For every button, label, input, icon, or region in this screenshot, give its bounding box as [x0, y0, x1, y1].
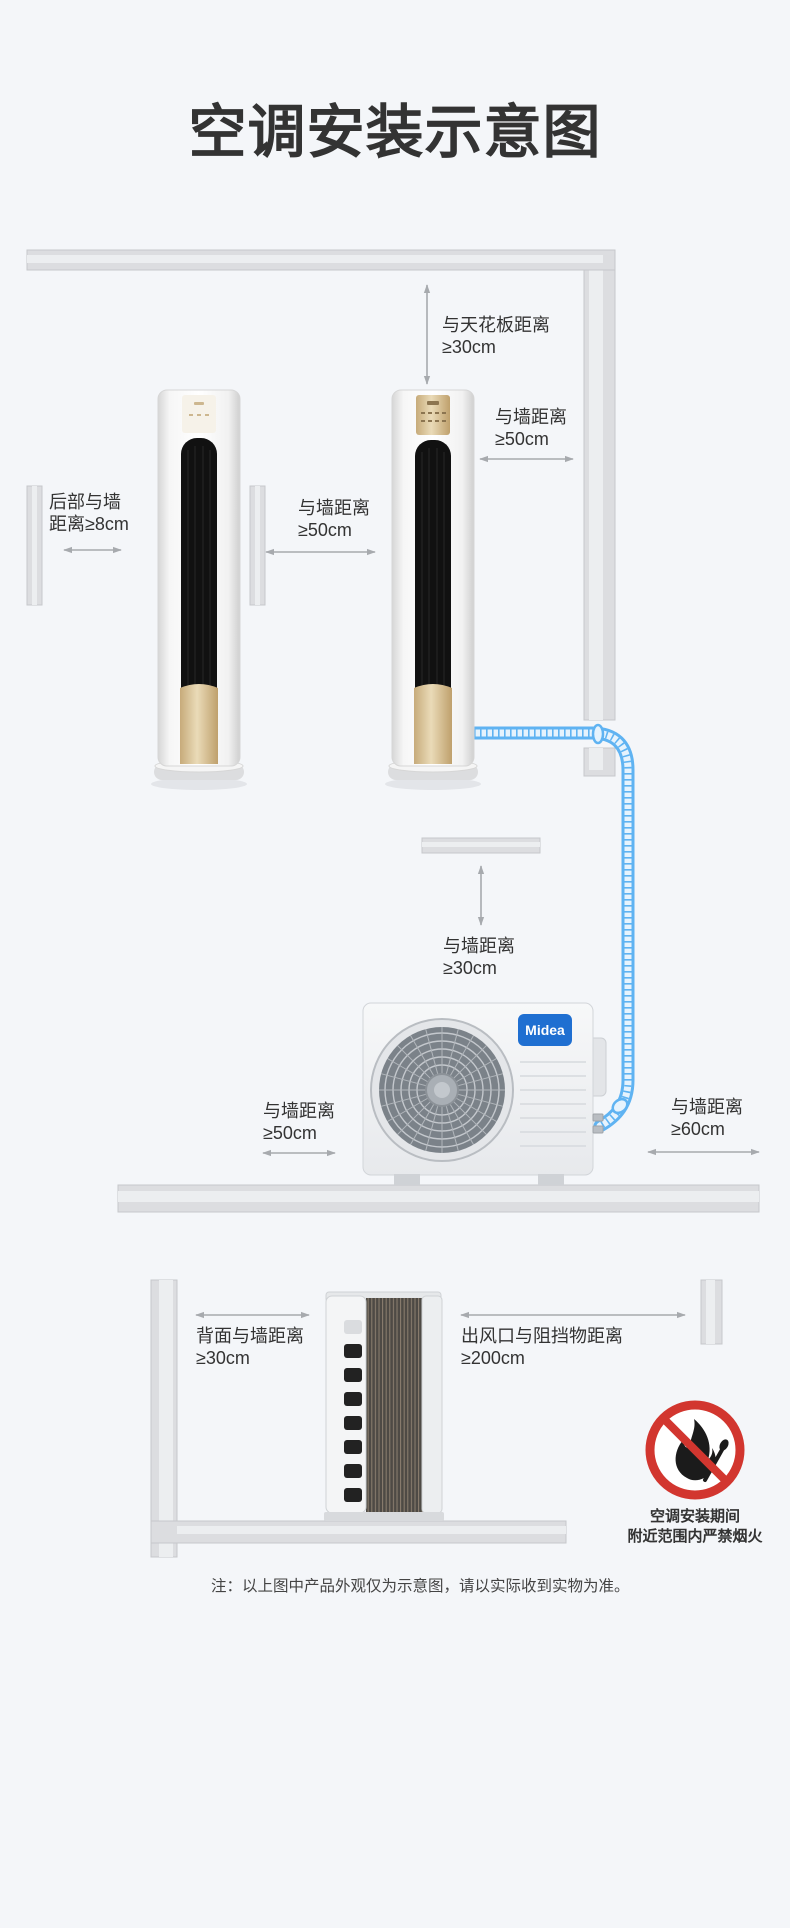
no-fire-warning-line2: 附近范围内严禁烟火: [627, 1528, 763, 1545]
control-panel: [416, 395, 450, 435]
fan-hub-center: [434, 1082, 450, 1098]
side-clearance-label: 与墙距离 ≥50cm: [298, 497, 370, 541]
outdoor-walls: [117, 837, 760, 1213]
right-wall-clearance-text: 与墙距离: [495, 407, 567, 427]
ceiling-clearance-text: 与天花板距离: [442, 315, 550, 335]
ground-floor-face: [118, 1191, 759, 1202]
rear-clearance-label: 后部与墙 距离≥8cm: [49, 491, 129, 535]
unit-shadow: [385, 778, 481, 790]
right-wall-clearance-value: ≥50cm: [495, 429, 549, 449]
outdoor-top-wall-face: [422, 842, 540, 847]
side-view-floor-face: [177, 1526, 566, 1534]
outdoor-top-clearance-text: 与墙距离: [443, 936, 515, 956]
page-title: 空调安装示意图: [188, 100, 602, 165]
air-outlet-louvers: [187, 446, 211, 686]
pipe-core: [470, 729, 632, 1130]
brand-logo-text: Midea: [525, 1022, 565, 1038]
match-head-icon: [719, 1439, 729, 1451]
no-fire-warning: 空调安装期间 附近范围内严禁烟火: [615, 1507, 775, 1547]
ceiling-clearance-label: 与天花板距离 ≥30cm: [442, 314, 550, 358]
no-fire-warning-line1: 空调安装期间: [649, 1508, 740, 1525]
side-right-panel: [421, 1295, 443, 1514]
outdoor-top-clearance-label: 与墙距离 ≥30cm: [443, 935, 515, 979]
unit-shadow: [151, 778, 247, 790]
ceiling-wall-face: [27, 255, 603, 263]
indoor-walls: [26, 249, 616, 777]
rear-clearance-value: 距离≥8cm: [49, 514, 129, 534]
outdoor-left-clearance-value: ≥50cm: [263, 1123, 317, 1143]
outlet-clearance-text: 出风口与阻挡物距离: [461, 1326, 623, 1346]
brand-logo-badge: [518, 1014, 572, 1046]
pipe-valves: [592, 1113, 604, 1134]
right-wall-clearance-label: 与墙距离 ≥50cm: [495, 406, 567, 450]
pipe-elbow-fitting: [591, 723, 605, 745]
back-clearance-text: 背面与墙距离: [196, 1326, 304, 1346]
outlet-clearance-value: ≥200cm: [461, 1348, 525, 1368]
side-view-walls: [150, 1279, 723, 1558]
outdoor-left-clearance-label: 与墙距离 ≥50cm: [263, 1100, 335, 1144]
outdoor-fan: [370, 1018, 514, 1162]
side-handle-slots: [344, 1320, 362, 1502]
back-clearance-label: 背面与墙距离 ≥30cm: [196, 1325, 304, 1369]
air-outlet-panel: [181, 438, 217, 690]
side-clearance-text: 与墙距离: [298, 498, 370, 518]
no-fire-icon: [645, 1400, 745, 1500]
refrigerant-pipe: [467, 723, 635, 1133]
unit-foot-right: [538, 1174, 564, 1185]
outdoor-left-clearance-text: 与墙距离: [263, 1101, 335, 1121]
prohibition-slash: [661, 1416, 729, 1484]
unit-foot-left: [394, 1174, 420, 1185]
disclaimer-note: 注：以上图中产品外观仅为示意图，请以实际收到实物为准。: [211, 1578, 630, 1595]
outlet-clearance-label: 出风口与阻挡物距离 ≥200cm: [461, 1325, 623, 1369]
ceiling-clearance-value: ≥30cm: [442, 337, 496, 357]
air-outlet-louvers: [421, 448, 445, 686]
side-view-obstacle-face: [706, 1280, 715, 1344]
side-base: [324, 1512, 444, 1521]
indoor-unit-right: [385, 389, 481, 790]
side-view-back-wall-face: [159, 1280, 173, 1557]
brand-logo: Midea: [518, 1014, 572, 1046]
right-wall-lower-face: [589, 748, 603, 770]
outdoor-right-clearance-label: 与墙距离 ≥60cm: [671, 1096, 743, 1140]
side-grille-slots: [520, 1061, 586, 1147]
gold-trim-panel: [180, 684, 218, 764]
air-outlet-panel: [415, 440, 451, 690]
clearance-arrows: [63, 284, 760, 1319]
display-indicators: [189, 402, 209, 416]
outdoor-unit-side: [324, 1291, 444, 1521]
gold-trim-panel: [414, 684, 452, 764]
outdoor-unit-front: Midea: [362, 1002, 607, 1185]
back-clearance-value: ≥30cm: [196, 1348, 250, 1368]
pipe-lower-fitting: [611, 1097, 629, 1115]
air-outlet-panel-lower: [415, 646, 451, 690]
outdoor-right-clearance-value: ≥60cm: [671, 1119, 725, 1139]
outdoor-right-clearance-text: 与墙距离: [671, 1097, 743, 1117]
air-outlet-panel-lower: [181, 646, 217, 690]
display-indicators: [421, 401, 446, 422]
rear-wall-middle-face: [255, 486, 260, 605]
indoor-unit-left: [151, 389, 247, 790]
right-wall-face: [589, 268, 603, 720]
rear-wall-left-face: [32, 486, 37, 605]
outdoor-top-clearance-value: ≥30cm: [443, 958, 497, 978]
side-grille: [366, 1298, 424, 1512]
rear-clearance-text: 后部与墙: [49, 492, 121, 512]
side-clearance-value: ≥50cm: [298, 520, 352, 540]
